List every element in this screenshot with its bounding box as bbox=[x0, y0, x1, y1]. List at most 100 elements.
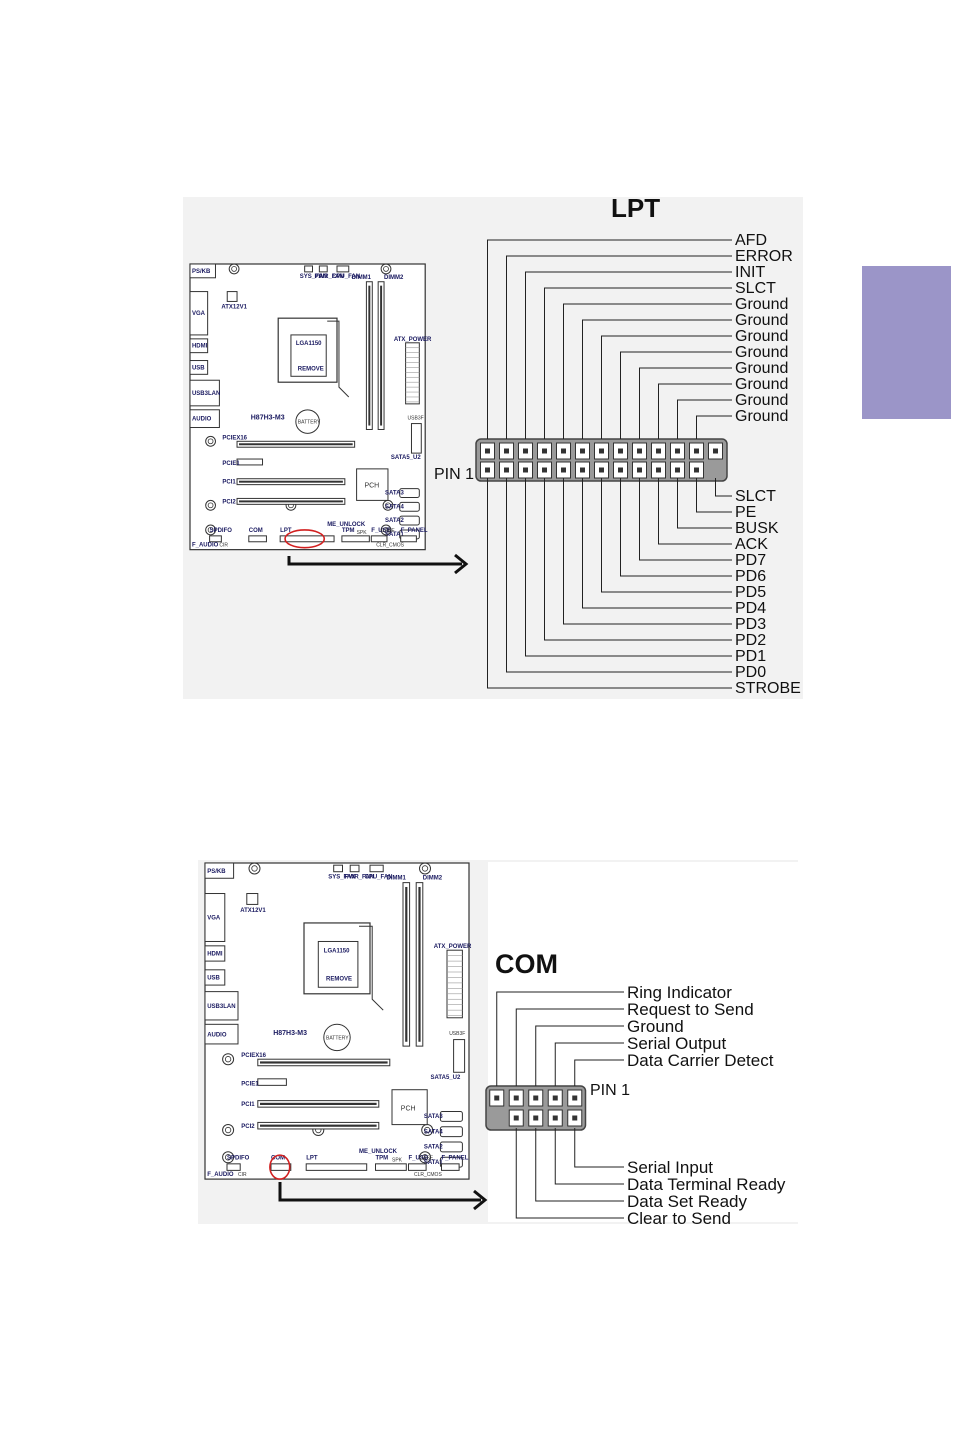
pciex16-slot-core bbox=[260, 1061, 388, 1064]
lpt-pin bbox=[713, 448, 718, 454]
pin-header bbox=[305, 1163, 368, 1171]
dimm-slot-core bbox=[405, 886, 408, 1042]
mounting-hole bbox=[421, 865, 429, 872]
lpt-leader-line bbox=[620, 478, 732, 577]
lpt-top-label: Ground bbox=[735, 360, 788, 377]
io-port-label: USB bbox=[207, 976, 220, 982]
pci-label: PCI1 bbox=[241, 1102, 255, 1108]
lpt-top-label: Ground bbox=[735, 408, 788, 425]
mounting-hole bbox=[251, 865, 258, 872]
lpt-bottom-label: PD1 bbox=[735, 648, 766, 665]
mounting-hole bbox=[419, 862, 431, 875]
com-pin bbox=[552, 1095, 558, 1101]
pch-chip bbox=[356, 468, 389, 501]
me-unlock-label: ME_UNLOCK bbox=[327, 522, 366, 528]
com-pin1-label: PIN 1 bbox=[590, 1082, 630, 1099]
lpt-leader-line bbox=[563, 303, 732, 439]
pin-header bbox=[408, 1163, 427, 1171]
lpt-top-label: ERROR bbox=[735, 248, 793, 265]
board-model-label: H87H3-M3 bbox=[273, 1030, 307, 1037]
com-title: COM bbox=[495, 949, 558, 979]
lpt-top-label: Ground bbox=[735, 344, 788, 361]
lpt-leader-line bbox=[639, 478, 732, 561]
pin-header bbox=[248, 535, 267, 543]
fan-label: PWR_FAN bbox=[345, 874, 374, 880]
com-pointer-arrow bbox=[278, 1182, 481, 1202]
pin-header bbox=[400, 535, 417, 543]
mounting-hole bbox=[380, 263, 392, 275]
spk-label: SPK bbox=[357, 530, 368, 536]
lpt-bottom-label: PD0 bbox=[735, 664, 766, 681]
com-pin bbox=[494, 1095, 500, 1101]
lpt-pin bbox=[599, 448, 604, 454]
motherboard-1: PS/KBVGAHDMIUSBUSB3LANAUDIOATX12V1SYS_FA… bbox=[189, 263, 432, 551]
mounting-hole bbox=[207, 438, 214, 445]
cpu-label: LGA1150 bbox=[296, 341, 322, 347]
fan-label: CPU_FAN bbox=[332, 274, 360, 280]
usb3f-label: USB3F bbox=[408, 416, 424, 422]
mounting-hole bbox=[222, 1053, 235, 1066]
lpt-leader-line bbox=[677, 478, 732, 529]
io-port bbox=[189, 360, 209, 375]
sata-label: SATA2 bbox=[424, 1145, 443, 1151]
lpt-pin bbox=[485, 448, 490, 454]
pch-chip bbox=[391, 1089, 428, 1126]
header-label: F_PANEL bbox=[442, 1155, 469, 1161]
pcie1-label: PCIE1 bbox=[241, 1081, 259, 1087]
lpt-pin bbox=[637, 467, 642, 473]
io-port-label: AUDIO bbox=[192, 417, 212, 423]
io-port bbox=[189, 263, 216, 279]
pin-header bbox=[441, 1163, 460, 1171]
remove-label: REMOVE bbox=[298, 366, 324, 372]
pin-header bbox=[370, 535, 388, 543]
header-label: TPM bbox=[376, 1155, 389, 1161]
lpt-pin bbox=[485, 467, 490, 473]
header-label: SPDIFO bbox=[227, 1155, 250, 1161]
socket-lever bbox=[327, 320, 350, 398]
mounting-hole bbox=[385, 502, 391, 509]
lpt-bottom-label: PD5 bbox=[735, 584, 766, 601]
mounting-hole bbox=[205, 524, 216, 536]
fan-label: SYS_FAN bbox=[300, 274, 327, 280]
mounting-hole bbox=[248, 862, 261, 875]
lpt-leader-line bbox=[715, 478, 732, 497]
cpu-socket-inner bbox=[290, 334, 327, 377]
lpt-pin bbox=[523, 467, 528, 473]
header-label: COM bbox=[271, 1155, 285, 1161]
sata-label: SATA3 bbox=[424, 1114, 443, 1120]
lpt-pin bbox=[561, 448, 566, 454]
lpt-bottom-label: BUSK bbox=[735, 520, 779, 537]
lpt-pin bbox=[618, 448, 623, 454]
battery-label: BATTERY bbox=[326, 1036, 349, 1042]
lpt-pin bbox=[561, 467, 566, 473]
fan-header bbox=[349, 864, 360, 873]
sata-port bbox=[399, 515, 420, 526]
lpt-pin bbox=[504, 448, 509, 454]
mounting-hole bbox=[380, 524, 392, 536]
lpt-top-label: Ground bbox=[735, 392, 788, 409]
mounting-hole bbox=[224, 1056, 232, 1063]
lpt-leader-line bbox=[525, 271, 732, 439]
header-label: F_USB bbox=[371, 528, 391, 534]
atx12v-connector bbox=[226, 291, 238, 302]
lpt-bottom-label: PE bbox=[735, 504, 756, 521]
sata-port bbox=[399, 488, 420, 498]
com-leader-line bbox=[535, 1128, 624, 1202]
io-port-label: PS/KB bbox=[192, 269, 211, 275]
com-leader-line bbox=[554, 1128, 624, 1185]
lpt-top-label: INIT bbox=[735, 264, 765, 281]
io-port bbox=[204, 862, 235, 879]
mounting-hole bbox=[419, 1151, 431, 1164]
lpt-header bbox=[475, 438, 728, 482]
mounting-hole bbox=[228, 263, 240, 275]
lpt-arrowhead bbox=[454, 553, 469, 575]
pch-label: PCH bbox=[401, 1105, 416, 1112]
dimm2-label: DIMM2 bbox=[384, 275, 404, 281]
mounting-hole bbox=[421, 1154, 429, 1161]
clr-cmos-label: CLR_CMOS bbox=[414, 1172, 442, 1178]
com-leader-line bbox=[574, 1059, 624, 1086]
io-port-label: USB3LAN bbox=[192, 391, 220, 397]
highlight-circle bbox=[269, 1154, 291, 1180]
com-leader-line bbox=[535, 1025, 624, 1086]
